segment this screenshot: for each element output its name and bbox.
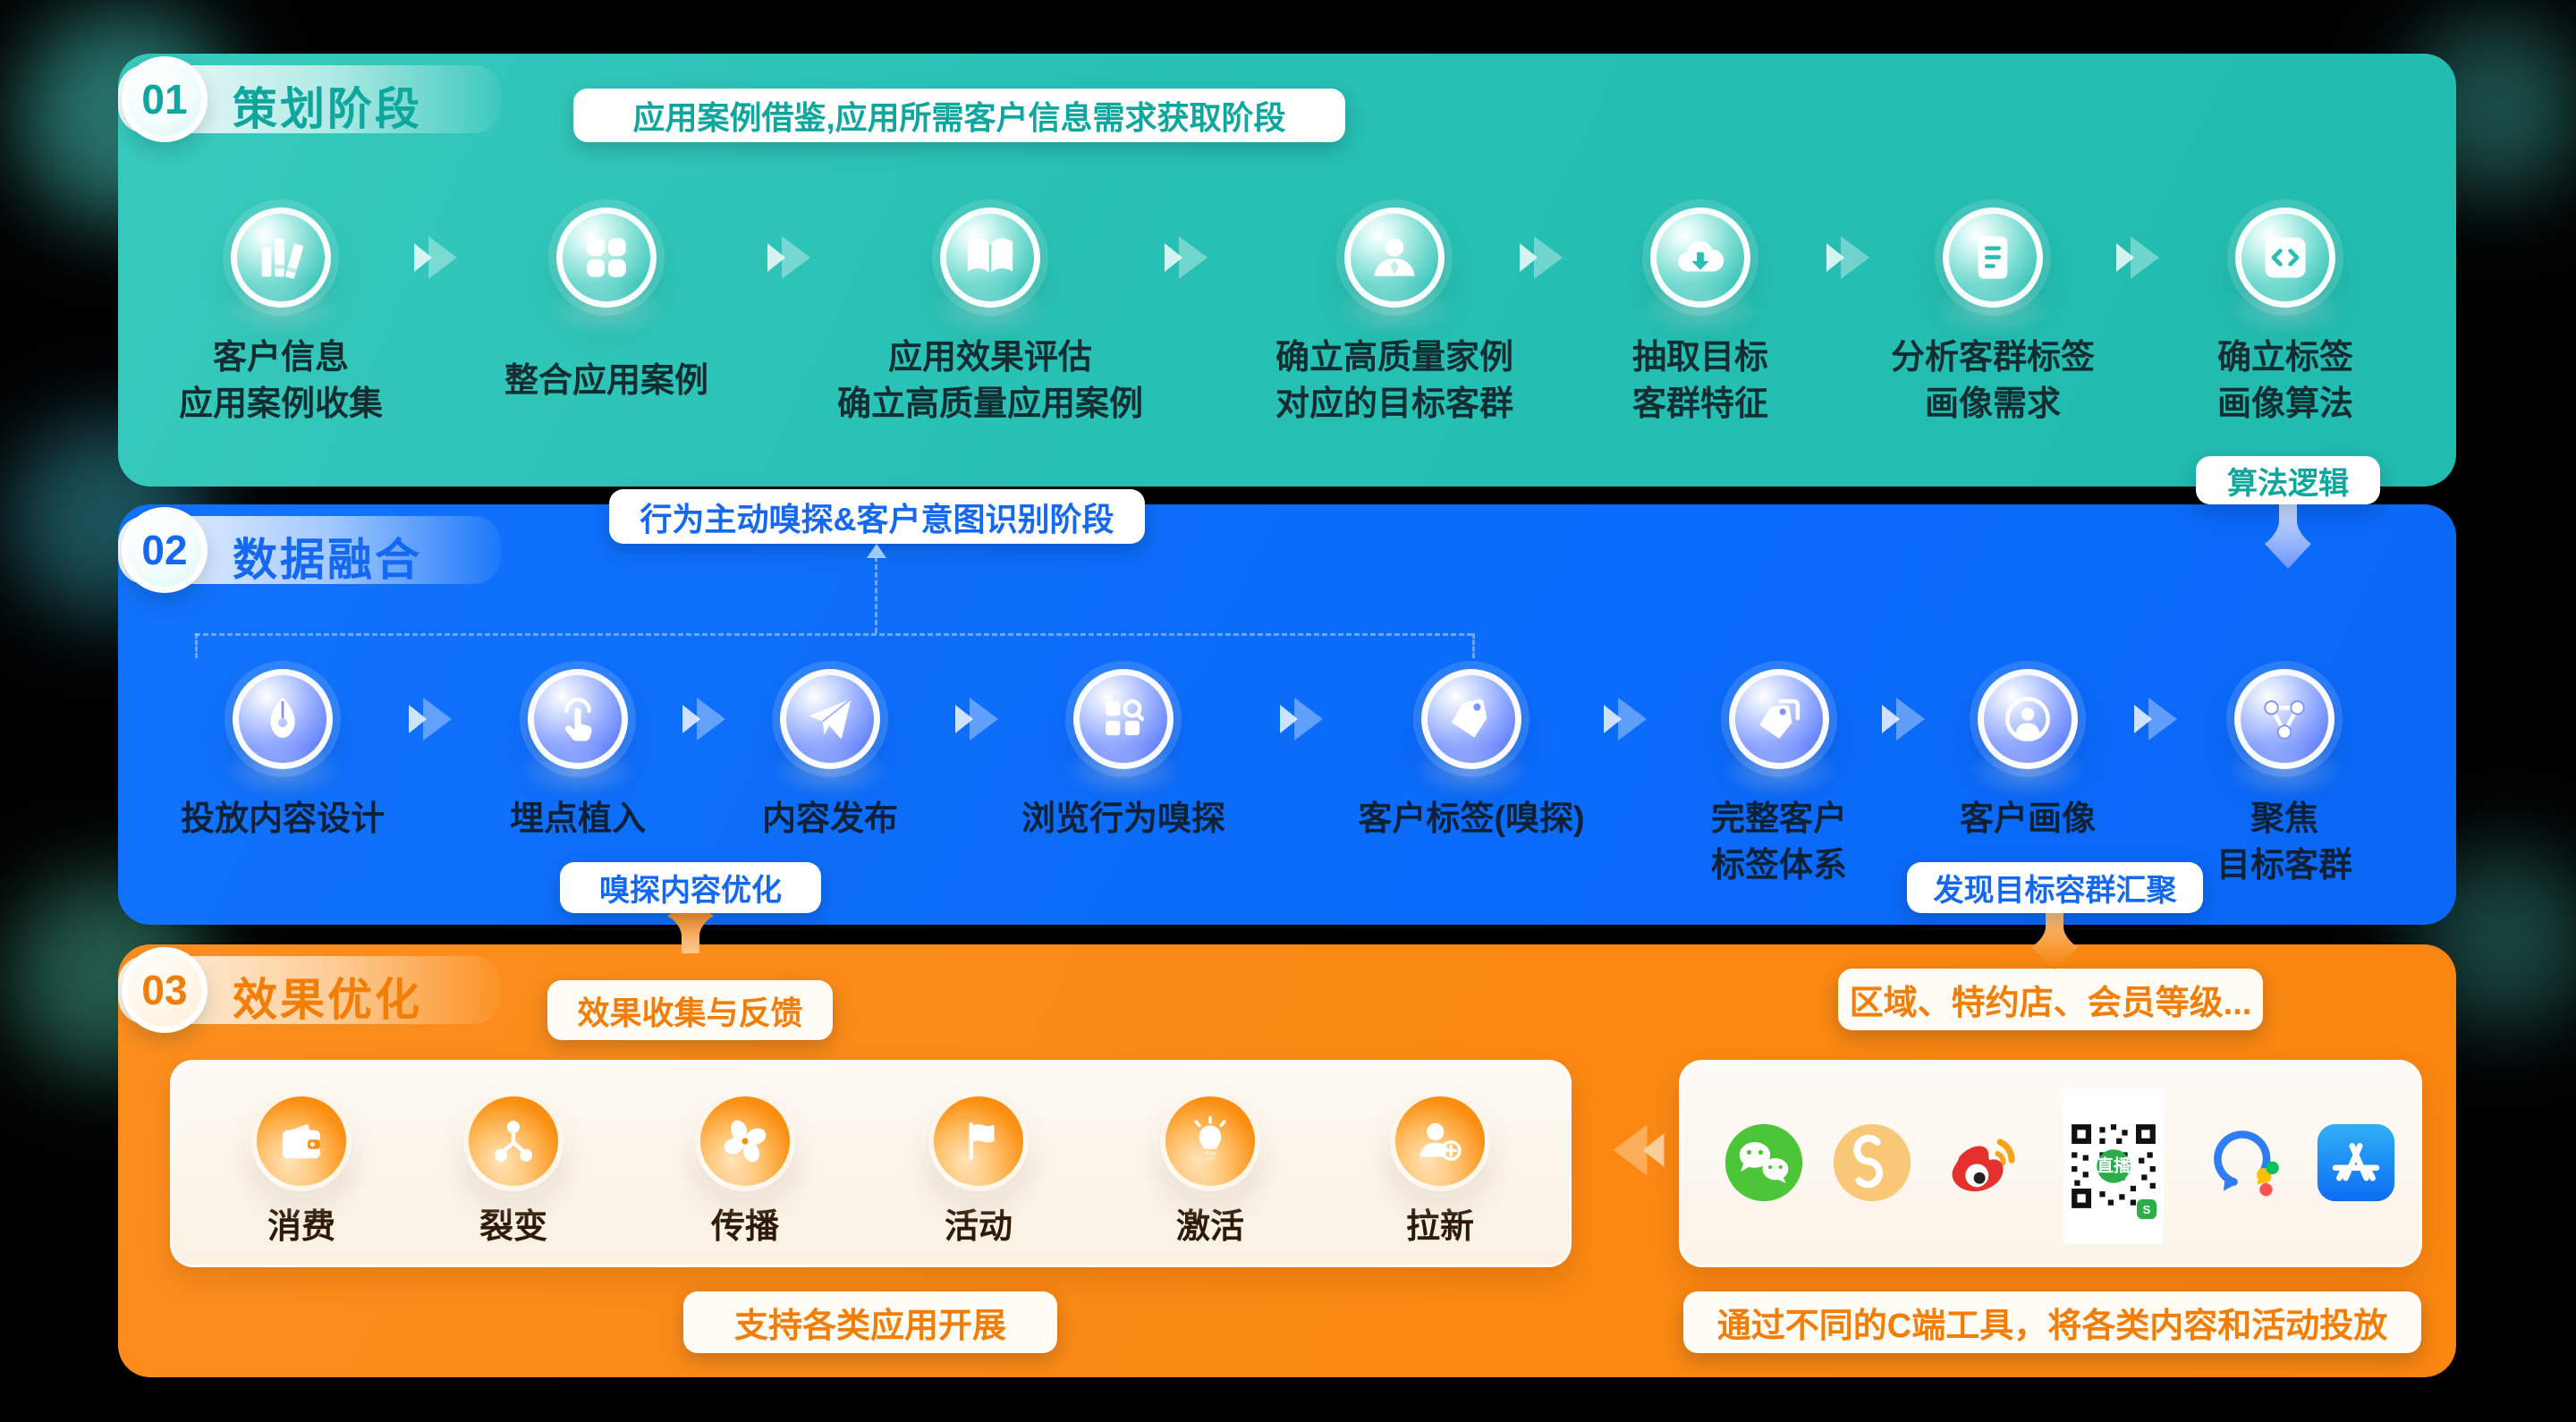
arrow-down-orange-icon [2031,907,2078,969]
person-icon [1344,207,1445,308]
app-acquire: 拉新 [1342,1091,1538,1250]
step-content-publish: 内容发布 [669,669,991,842]
arrow-right-icon [1280,698,1323,741]
stage3-number: 03 [122,947,208,1033]
arrow-right-icon [409,698,452,741]
chip-algorithm-logic: 算法逻辑 [2196,456,2380,504]
arrow-right-icon [1604,698,1647,741]
arrow-right-icon [955,698,998,741]
step-extract-features: 抽取目标客群特征 [1539,207,1861,427]
cloud-download-icon [1650,207,1750,308]
channels-box: 直播 S [1679,1060,2422,1267]
arrow-down-blue-icon [2265,497,2311,569]
stage2-number: 02 [122,507,208,593]
step-customer-portrait: 客户画像 [1867,669,2189,842]
stage1-title: 策划阶段 [233,84,422,134]
books-icon [231,207,331,308]
stage1-number: 01 [122,56,208,142]
stage1-banner: 应用案例借鉴,应用所需客户信息需求获取阶段 [573,89,1345,142]
arrow-right-icon [2134,698,2177,741]
dashed-tick [1472,633,1475,658]
dashed-up-line [875,556,877,633]
step-tracking-embed: 埋点植入 [417,669,739,842]
step-browse-sniff: 浏览行为嗅探 [962,669,1284,842]
chip-region-levels: 区域、特约店、会员等级... [1838,969,2263,1030]
arrow-right-icon [1882,698,1925,741]
panel-data-fusion-stage: 02 数据融合 行为主动嗅探&客户意图识别阶段 投放内容设计 埋点植入 内容发布 [118,489,2456,925]
panel-effect-optimization-stage: 03 效果优化 效果收集与反馈 区域、特约店、会员等级... 消费 裂变 [118,944,2456,1377]
chip-sniff-optimize: 嗅探内容优化 [560,862,821,913]
wallet-icon [251,1091,352,1191]
arrow-right-icon [1520,236,1563,279]
chip-c-end-tools: 通过不同的C端工具，将各类内容和活动投放 [1683,1291,2421,1353]
arrow-right-icon [1826,236,1869,279]
app-spread: 传播 [647,1091,843,1250]
document-icon [1943,207,2043,308]
pen-nib-icon [233,669,333,769]
weibo-icon [1941,1122,2023,1208]
app-fission: 裂变 [415,1091,612,1250]
stage2-banner: 行为主动嗅探&客户意图识别阶段 [609,489,1145,544]
stage3-title: 效果优化 [233,975,422,1025]
arrow-up-orange-icon [667,901,714,953]
flag-icon [928,1091,1029,1191]
arrow-right-icon [414,236,457,279]
tag-icon [1421,669,1521,769]
step-customer-tag-sniff: 客户标签(嗅探) [1310,669,1632,842]
dashed-line [195,633,1472,636]
apps-box: 消费 裂变 传播 活动 [170,1060,1572,1267]
tags-icon [1729,669,1829,769]
arrow-right-icon [1165,236,1208,279]
arrow-right-icon [767,236,810,279]
code-icon [2235,207,2335,308]
step-content-design: 投放内容设计 [122,669,444,842]
chip-effect-feedback: 效果收集与反馈 [547,980,833,1040]
dashed-tick [195,633,198,658]
app-activate: 激活 [1112,1091,1309,1250]
app-activity: 活动 [880,1091,1077,1250]
arrow-left-icon [1613,1124,1665,1176]
step-define-algorithm: 确立标签画像算法 [2124,207,2446,427]
step-complete-tag-system: 完整客户标签体系 [1618,669,1940,889]
appstore-icon [2315,1122,2397,1208]
panel-planning-stage: 01 策划阶段 应用案例借鉴,应用所需客户信息需求获取阶段 客户信息应用案例收集… [118,54,2456,487]
dashed-up-arrowhead [867,544,886,558]
app-consume: 消费 [203,1091,400,1250]
open-book-icon [940,207,1040,308]
split-icon [463,1091,564,1191]
wechat-icon [1723,1122,1805,1208]
video-channels-icon [1831,1122,1913,1208]
step-focus-target-groups: 聚焦目标客群 [2123,669,2445,889]
qr-live-icon: 直播 S [2063,1088,2164,1244]
tap-icon [528,669,628,769]
stage2-title: 数据融合 [233,535,422,585]
wecom-icon [2203,1122,2285,1208]
step-evaluate-cases: 应用效果评估确立高质量应用案例 [829,207,1151,427]
step-integrate-cases: 整合应用案例 [445,207,767,404]
bulb-icon [1160,1091,1260,1191]
app-grid-icon [556,207,657,308]
arrow-right-icon [2116,236,2159,279]
chip-support-apps: 支持各类应用开展 [683,1291,1057,1353]
chip-discover-gather: 发现目标容群汇聚 [1907,862,2203,913]
step-target-groups: 确立高质量家例对应的目标客群 [1233,207,1555,427]
arrow-right-icon [682,698,725,741]
grid-search-icon [1073,669,1174,769]
network-icon [2234,669,2334,769]
person-circle-icon [1978,669,2078,769]
paper-plane-icon [780,669,880,769]
step-collect-cases: 客户信息应用案例收集 [120,207,442,427]
step-analyze-tags: 分析客群标签画像需求 [1832,207,2154,427]
user-plus-icon [1390,1091,1490,1191]
fan-icon [695,1091,795,1191]
